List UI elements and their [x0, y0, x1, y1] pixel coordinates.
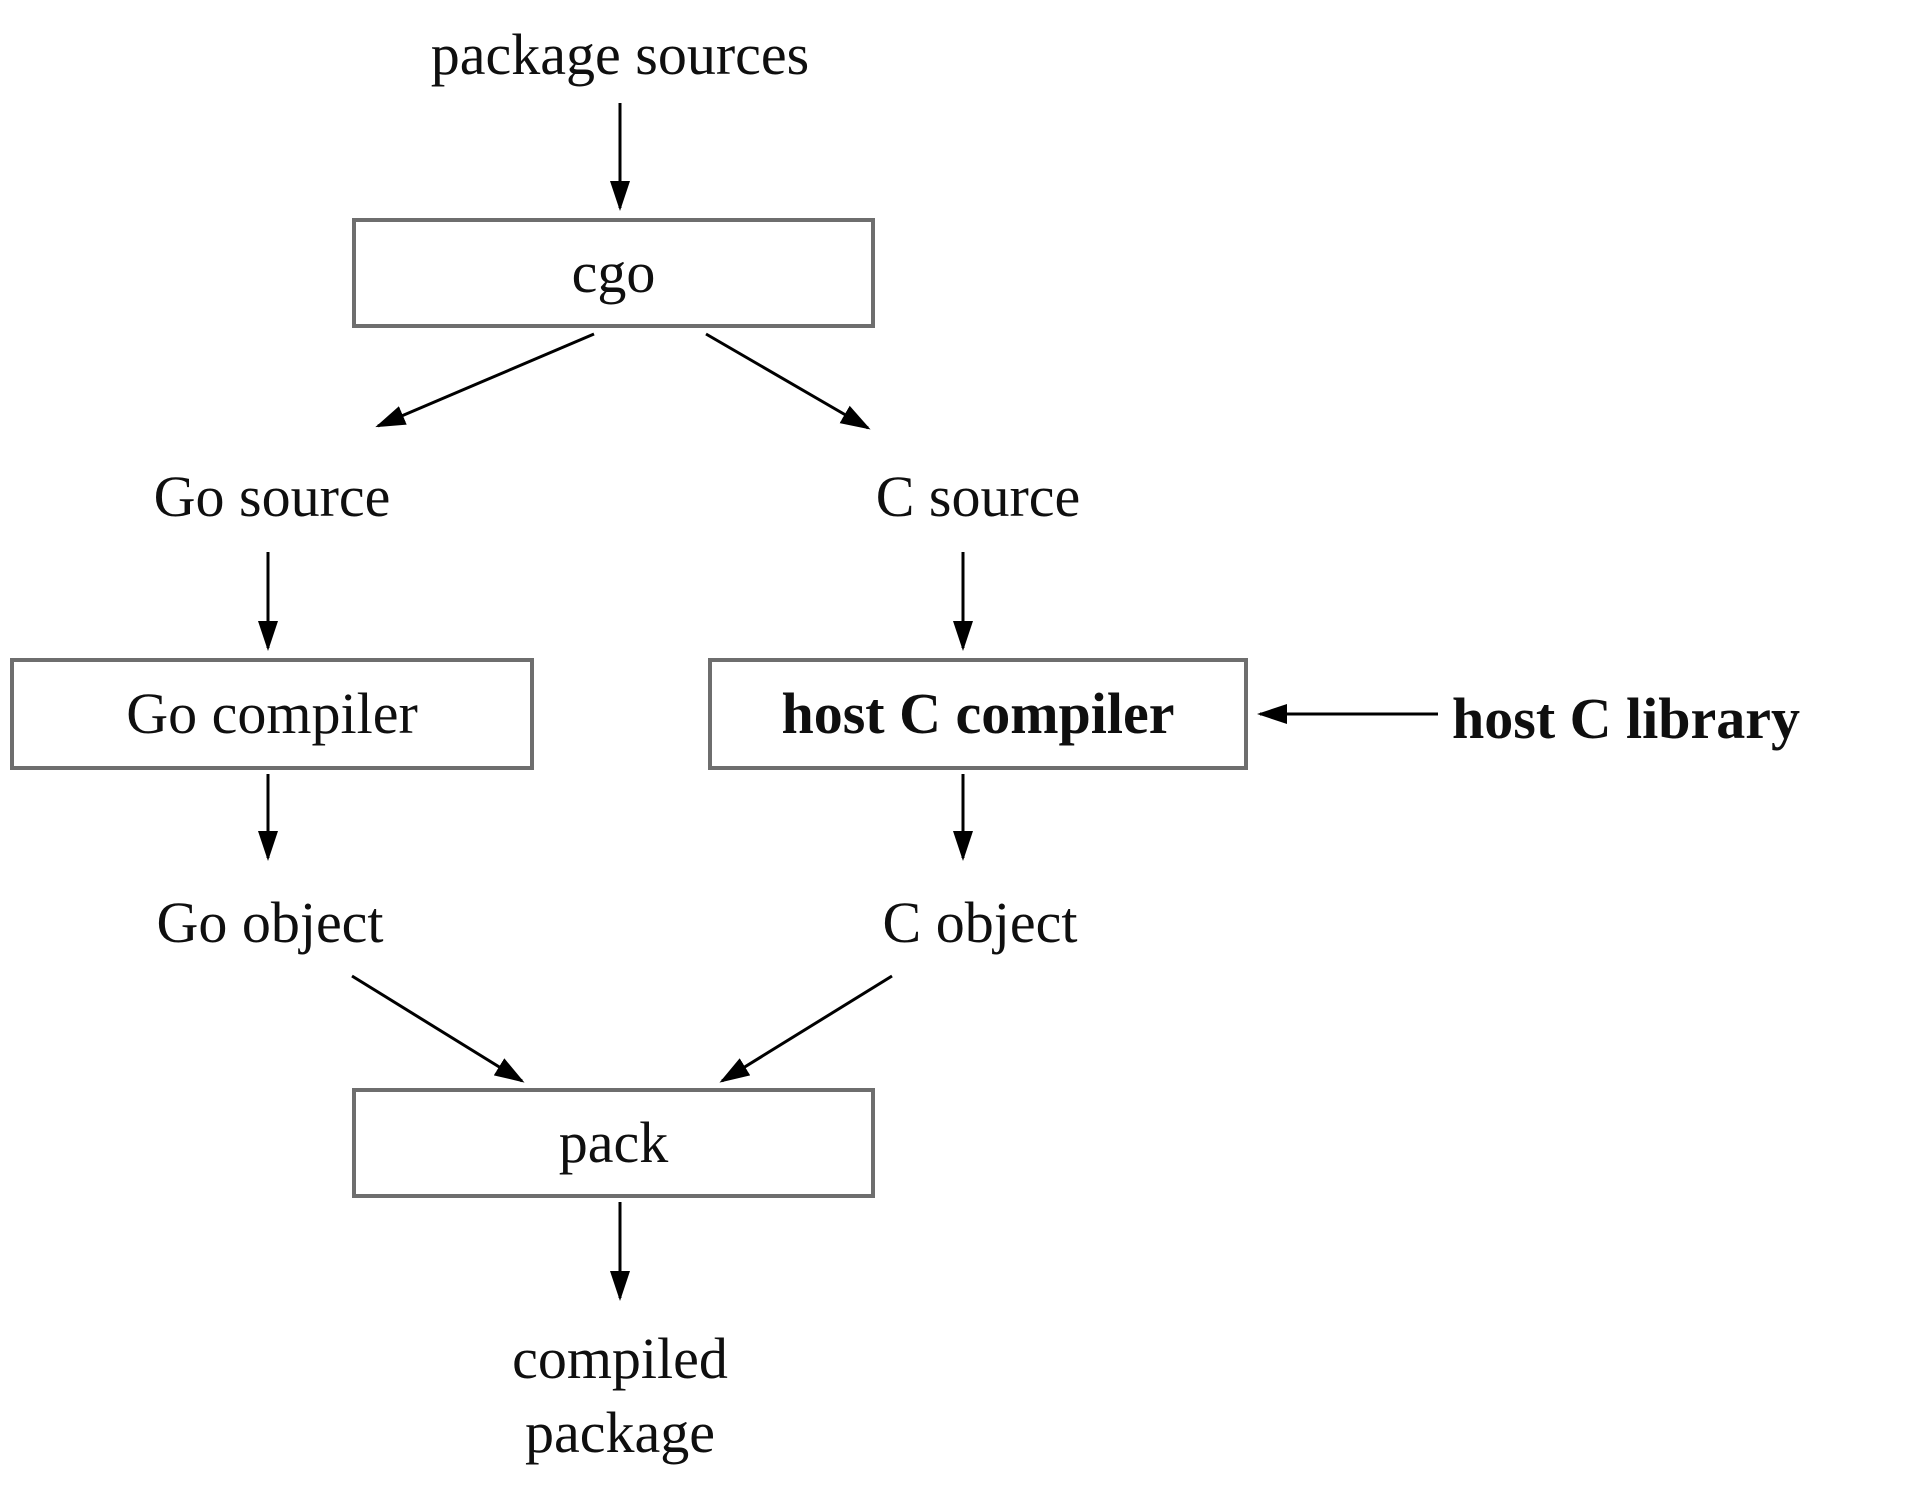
node-pack-label: pack	[558, 1110, 669, 1175]
node-cgo-label: cgo	[571, 240, 656, 305]
edge-cgo-to-c-source	[705, 332, 871, 430]
node-box-cgo: cgo	[352, 218, 875, 328]
node-box-pack: pack	[352, 1088, 875, 1198]
edge-cgo-to-go-source	[375, 332, 595, 428]
node-box-go-compiler: Go compiler	[10, 658, 534, 770]
node-c-object: C object	[882, 890, 1078, 955]
node-go-compiler-label: Go compiler	[126, 681, 418, 746]
node-go-source: Go source	[153, 464, 391, 529]
edge-c-object-to-pack	[719, 974, 893, 1083]
edge-go-object-to-pack	[351, 974, 525, 1083]
node-c-source: C source	[875, 464, 1081, 529]
node-compiled-package: compiled package	[512, 1326, 728, 1466]
node-package-sources: package sources	[430, 22, 810, 87]
node-go-object: Go object	[156, 890, 384, 955]
node-host-c-library: host C library	[1452, 686, 1800, 751]
node-box-host-c-compiler: host C compiler	[708, 658, 1248, 770]
node-host-c-compiler-label: host C compiler	[781, 681, 1175, 746]
